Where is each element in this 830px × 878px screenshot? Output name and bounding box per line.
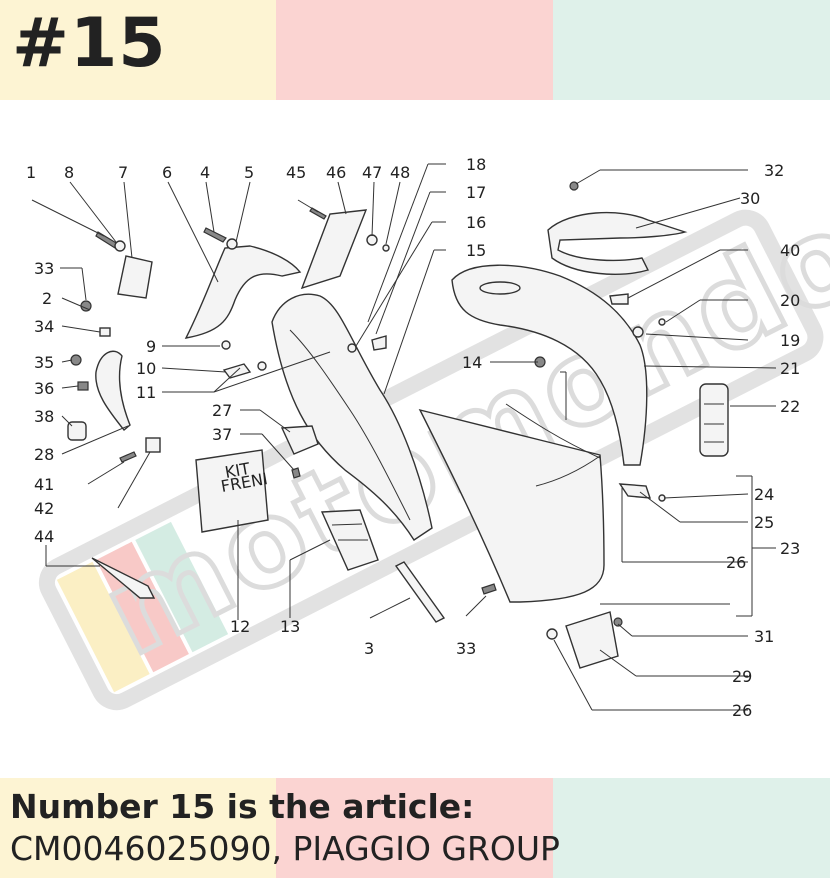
band-mint: [553, 0, 830, 100]
part-badge-44: [91, 557, 156, 599]
label-18: 18: [466, 155, 486, 174]
label-38: 38: [34, 407, 54, 426]
label-28: 28: [34, 445, 54, 464]
label-2: 2: [42, 289, 52, 308]
label-41: 41: [34, 475, 54, 494]
page-title: #15: [12, 4, 167, 83]
label-1: 1: [26, 163, 36, 182]
label-10: 10: [136, 359, 156, 378]
label-15: 15: [466, 241, 486, 260]
label-8: 8: [64, 163, 74, 182]
label-19: 19: [780, 331, 800, 350]
footer-band: [0, 778, 830, 878]
label-29: 29: [732, 667, 752, 686]
label-36: 36: [34, 379, 54, 398]
label-42: 42: [34, 499, 54, 518]
label-26-upper: 26: [726, 553, 746, 572]
part-kit-12: [195, 449, 269, 533]
label-12: 12: [230, 617, 250, 636]
label-25: 25: [754, 513, 774, 532]
label-35: 35: [34, 353, 54, 372]
header-band: [0, 0, 830, 100]
label-4: 4: [200, 163, 210, 182]
label-20: 20: [780, 291, 800, 310]
label-5: 5: [244, 163, 254, 182]
label-33-left: 33: [34, 259, 54, 278]
label-31: 31: [754, 627, 774, 646]
article-caption: Number 15 is the article:: [10, 787, 475, 826]
label-24: 24: [754, 485, 774, 504]
leader-lines: [31, 163, 777, 711]
part-screw-4: [203, 227, 227, 243]
label-46: 46: [326, 163, 346, 182]
part-handle-30: [547, 211, 688, 275]
label-32: 32: [764, 161, 784, 180]
label-7: 7: [118, 163, 128, 182]
part-rear-cover-21: [451, 264, 648, 466]
label-33-bottom: 33: [456, 639, 476, 658]
label-44: 44: [34, 527, 54, 546]
label-9: 9: [146, 337, 156, 356]
parts-diagram: motomondo KIT: [26, 155, 830, 720]
label-34: 34: [34, 317, 54, 336]
part-inner-shield-6: [184, 245, 302, 339]
part-hook-28: [95, 350, 131, 431]
band-yellow: [0, 0, 276, 100]
label-47: 47: [362, 163, 382, 182]
label-21: 21: [780, 359, 800, 378]
label-17: 17: [466, 183, 486, 202]
part-cap-27: [280, 425, 319, 455]
label-13: 13: [280, 617, 300, 636]
band-pink: [276, 0, 553, 100]
part-clip-38: [67, 421, 87, 441]
callout-labels: 1 8 7 6 4 5 45 46 47 48 18 17 16 15 32 3…: [26, 155, 800, 720]
label-16: 16: [466, 213, 486, 232]
footer-band-yellow: [0, 778, 276, 878]
part-strip-3: [394, 561, 446, 623]
footer-band-pink: [276, 778, 553, 878]
label-3: 3: [364, 639, 374, 658]
footer-band-mint: [553, 778, 830, 878]
label-14: 14: [462, 353, 482, 372]
label-26-lower: 26: [732, 701, 752, 720]
article-code: CM0046025090, PIAGGIO GROUP: [10, 829, 560, 868]
label-22: 22: [780, 397, 800, 416]
part-grille-22: [699, 383, 729, 457]
label-23: 23: [780, 539, 800, 558]
label-30: 30: [740, 189, 760, 208]
label-6: 6: [162, 163, 172, 182]
part-bracket-7: [117, 255, 153, 299]
parts: KIT FRENI: [67, 181, 729, 669]
part-leg-shield-23: [418, 408, 605, 603]
label-40: 40: [780, 241, 800, 260]
label-45: 45: [286, 163, 306, 182]
part-plate-46: [300, 209, 368, 290]
label-11: 11: [136, 383, 156, 402]
label-27: 27: [212, 401, 232, 420]
label-37: 37: [212, 425, 232, 444]
label-48: 48: [390, 163, 410, 182]
kit-label-top: KIT: [223, 459, 251, 482]
